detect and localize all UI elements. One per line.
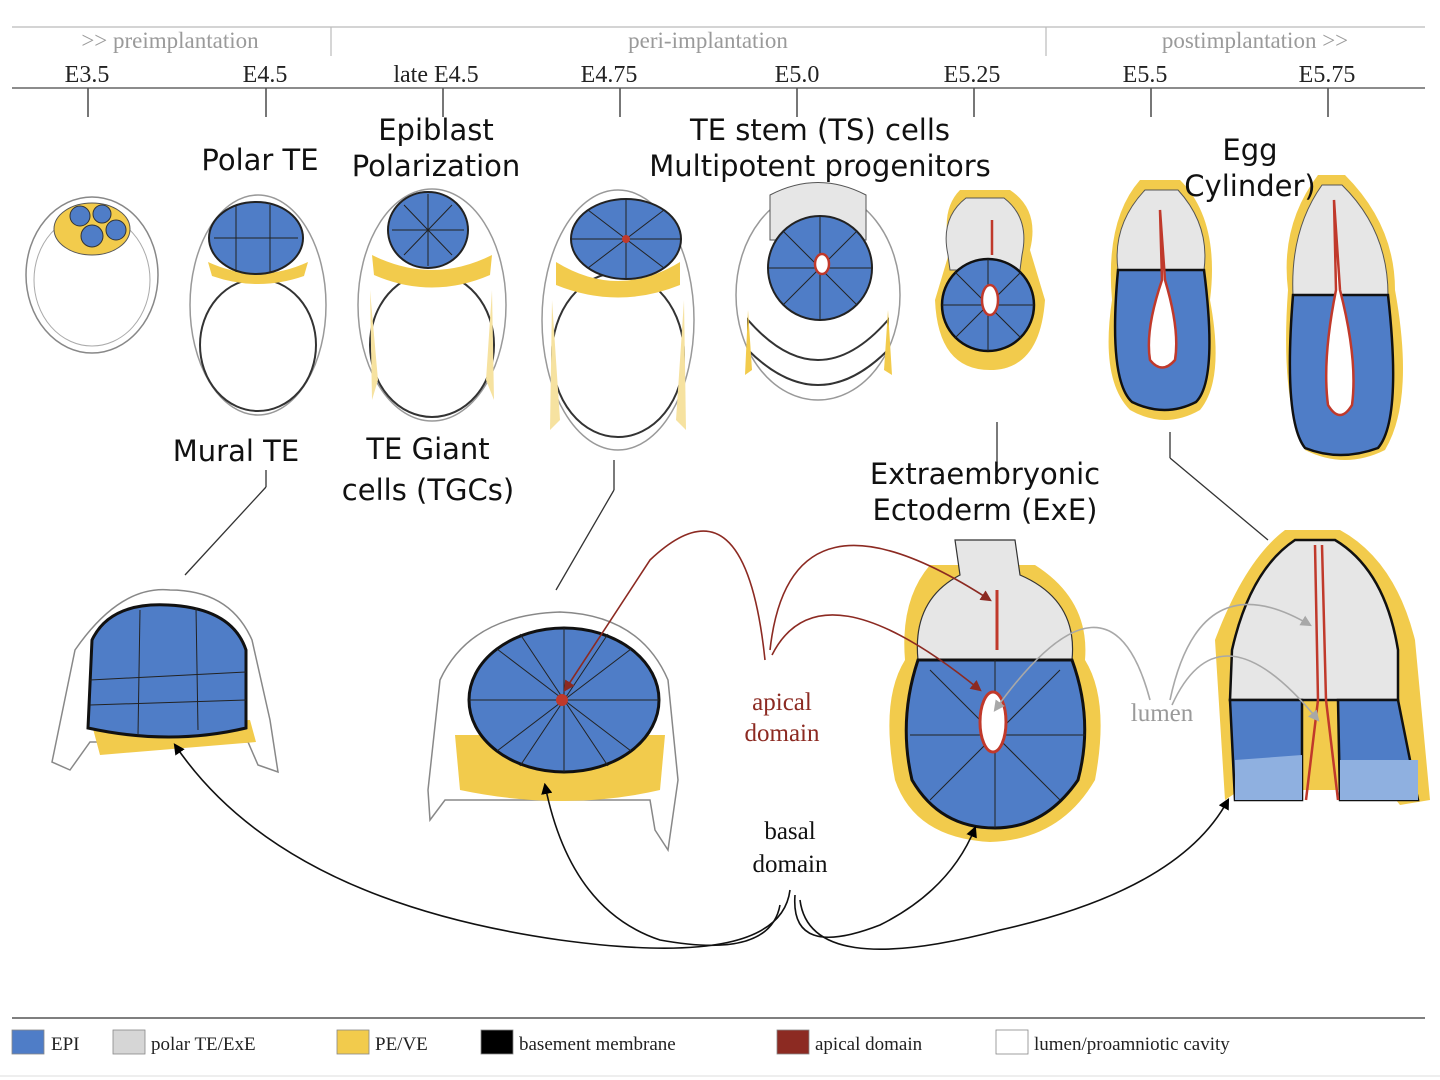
annotation-tgcs: cells (TGCs)	[342, 473, 514, 507]
zoom-connectors	[184, 422, 1269, 591]
legend-swatch-lumen	[995, 1029, 1029, 1055]
stage-label: E5.75	[1299, 62, 1356, 88]
phase-peri-implantation: peri-implantation	[628, 28, 788, 53]
zoom-embryo-e4-5	[51, 588, 279, 774]
annotation-te-giant: TE Giant	[365, 432, 489, 466]
phase-preimplantation: >> preimplantation	[81, 28, 259, 53]
lumen-label: lumen	[1131, 700, 1194, 727]
stage-label: E5.25	[944, 62, 1001, 88]
timeline: >> preimplantation peri-implantation pos…	[12, 26, 1425, 117]
legend-label: basement membrane	[519, 1034, 676, 1055]
basal-arrows	[173, 743, 1230, 951]
embryo-e3-5	[25, 196, 159, 354]
stage-label: E5.0	[775, 62, 820, 88]
annotation-cylinder: Cylinder)	[1184, 169, 1315, 203]
annotation-mural-te: Mural TE	[173, 434, 299, 468]
embryo-e5-25	[935, 190, 1045, 370]
legend-swatch-apical	[776, 1029, 810, 1055]
lumen-arrows	[993, 603, 1320, 722]
stage-label: E4.5	[243, 62, 288, 88]
apical-domain-label-2: domain	[745, 720, 820, 747]
annotation-egg: Egg	[1222, 133, 1277, 167]
embryo-e4-75	[541, 189, 695, 451]
legend-swatch-epi	[11, 1029, 45, 1055]
embryo-e5-75	[1286, 175, 1403, 460]
basal-domain-label: basal	[764, 818, 815, 845]
zoom-embryo-e5-25	[889, 539, 1101, 842]
basal-domain-label-2: domain	[753, 851, 828, 878]
embryo-e5-5	[1108, 180, 1216, 420]
embryo-late-e4-5	[357, 188, 507, 422]
apical-domain-label: apical	[752, 689, 812, 716]
domain-labels: apical domain lumen basal domain	[745, 689, 1194, 878]
stage-annotations: Polar TE Epiblast Polarization TE stem (…	[173, 113, 1316, 527]
legend-label: lumen/proamniotic cavity	[1034, 1034, 1230, 1055]
annotation-progenitors: Multipotent progenitors	[649, 149, 991, 183]
phase-postimplantation: postimplantation >>	[1162, 28, 1348, 53]
legend-label: PE/VE	[375, 1034, 428, 1055]
apical-arrows	[563, 530, 992, 692]
annotation-extraembryonic: Extraembryonic	[870, 457, 1100, 491]
stage-label: late E4.5	[393, 62, 478, 88]
legend-swatch-basement	[480, 1029, 514, 1055]
legend-label: EPI	[51, 1034, 80, 1055]
legend-label: apical domain	[815, 1034, 923, 1055]
zoom-embryo-e4-75	[427, 611, 679, 853]
annotation-polar-te: Polar TE	[201, 143, 318, 177]
stage-label: E5.5	[1123, 62, 1168, 88]
legend: EPI polar TE/ExE PE/VE basement membrane…	[0, 1017, 1440, 1077]
annotation-epiblast: Epiblast	[378, 113, 494, 147]
stage-label: E3.5	[65, 62, 110, 88]
legend-swatch-polar-te	[112, 1029, 146, 1055]
stage-label: E4.75	[581, 62, 638, 88]
annotation-polarization: Polarization	[352, 149, 521, 183]
annotation-ectoderm: Ectoderm (ExE)	[873, 493, 1098, 527]
embryo-e4-5	[189, 194, 327, 416]
zoom-embryo-e5-75	[1215, 530, 1430, 805]
legend-swatch-pe-ve	[336, 1029, 370, 1055]
legend-label: polar TE/ExE	[151, 1034, 256, 1055]
embryo-e5-0	[735, 182, 901, 401]
annotation-ts-cells: TE stem (TS) cells	[689, 113, 950, 147]
